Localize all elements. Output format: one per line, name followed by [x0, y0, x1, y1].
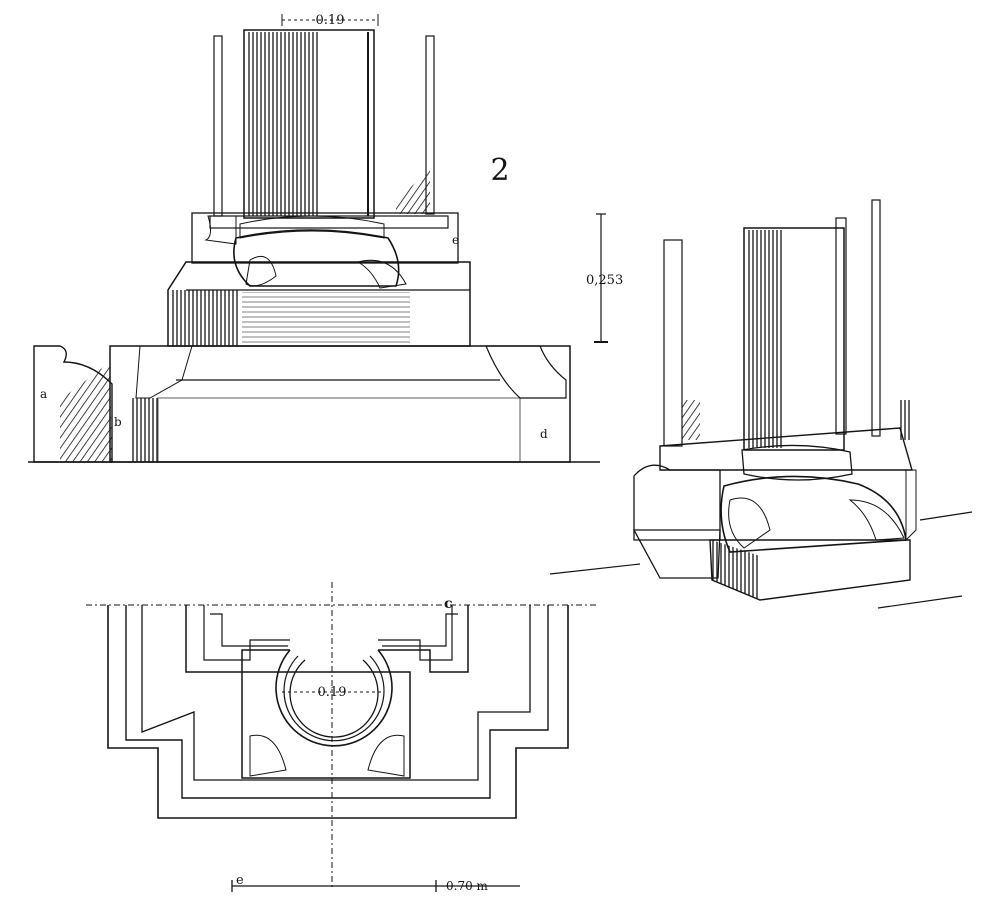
label-e-scale: e	[236, 873, 244, 888]
label-e: e	[452, 233, 459, 247]
dimension-plan-text: 0.19	[318, 685, 347, 700]
perspective-left-shaft	[663, 239, 683, 447]
label-c: c	[444, 596, 453, 612]
perspective-drawing	[549, 199, 973, 609]
elevation-drawing: 0.19 2 e	[28, 13, 600, 463]
lower-step: a b d	[28, 345, 600, 463]
perspective-column	[743, 227, 845, 451]
dimension-top-text: 0.19	[316, 13, 345, 28]
label-d: d	[540, 427, 548, 441]
upper-base: e	[191, 212, 459, 289]
figure-number: 2	[490, 153, 509, 188]
dimension-height-text: 0,253	[586, 273, 623, 288]
height-dimension: 0,253	[586, 213, 623, 343]
plan-drawing: c 0.19	[86, 582, 598, 890]
perspective-right-shaft	[835, 217, 847, 435]
left-shaft	[213, 35, 223, 217]
perspective-base	[632, 427, 917, 601]
scale-bar-text: 0.70 m	[446, 879, 489, 893]
plinth	[167, 261, 471, 347]
scale-bar: e 0.70 m	[231, 873, 520, 893]
plan-column-circle: 0.19	[275, 649, 393, 747]
label-a: a	[40, 387, 47, 401]
right-shaft	[396, 35, 435, 215]
top-dimension: 0.19	[281, 13, 379, 28]
label-b: b	[114, 415, 122, 429]
main-column	[243, 29, 375, 219]
